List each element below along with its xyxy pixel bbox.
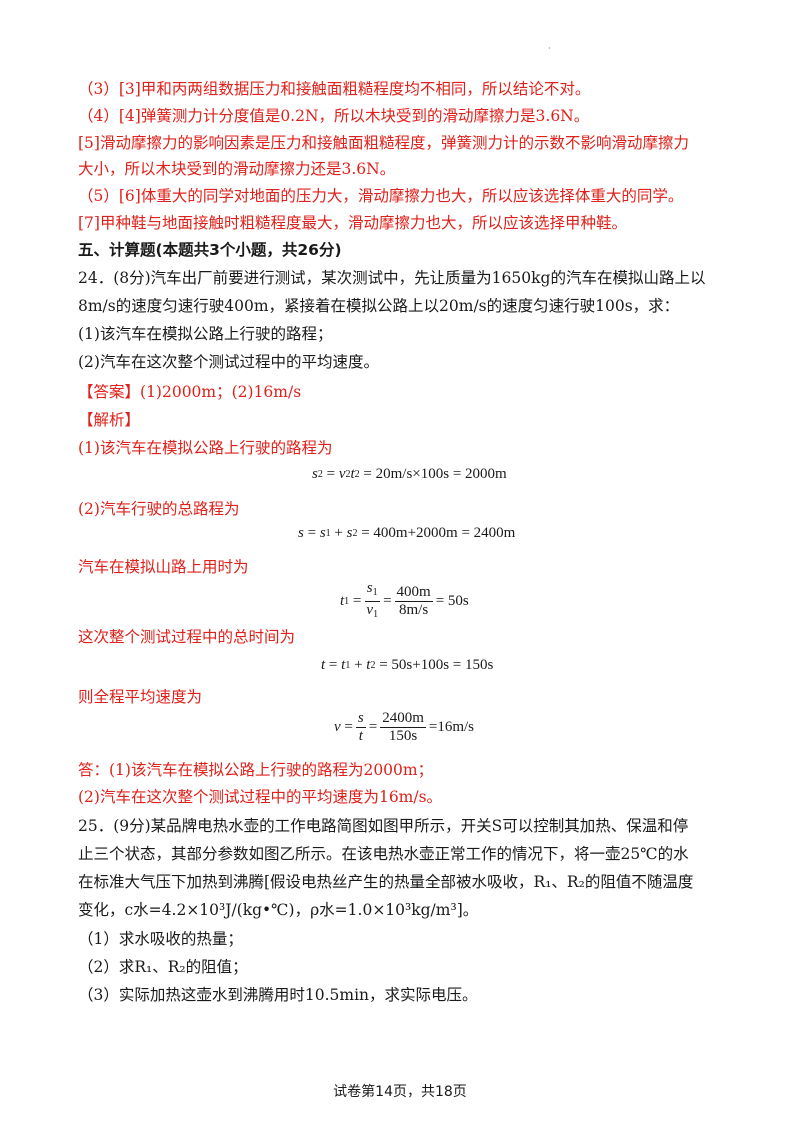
answer-line-4: （4）[4]弹簧测力计分度值是0.2N，所以木块受到的滑动摩擦力是3.6N。 bbox=[78, 107, 590, 125]
solution-step-4: 这次整个测试过程中的总时间为 bbox=[78, 628, 296, 646]
solution-step-5: 则全程平均速度为 bbox=[78, 688, 203, 706]
equation-2-value: = 400m+2000m = 2400m bbox=[361, 525, 516, 541]
answer-line-7: [7]甲种鞋与地面接触时粗糙程度最大，滑动摩擦力也大，所以应该选择甲种鞋。 bbox=[78, 214, 627, 232]
equation-3-value: = 50s bbox=[435, 593, 469, 609]
answer-line-3: （3）[3]甲和丙两组数据压力和接触面粗糙程度均不相同，所以结论不对。 bbox=[78, 80, 591, 98]
section-heading: 五、计算题(本题共3个小题，共26分) bbox=[78, 241, 342, 259]
q25-sub-1: （1）求水吸收的热量； bbox=[78, 930, 243, 948]
answer-row: 【答案】(1)2000m；(2)16m/s bbox=[78, 381, 301, 403]
solution-step-1: (1)该汽车在模拟公路上行驶的路程为 bbox=[78, 439, 333, 457]
answer-tag: 【答案】 bbox=[78, 383, 141, 401]
q24-sub-1: (1)该汽车在模拟公路上行驶的路程； bbox=[78, 325, 333, 343]
page-footer: 试卷第14页，共18页 bbox=[333, 1084, 467, 1100]
solution-step-3: 汽车在模拟山路上用时为 bbox=[78, 558, 249, 576]
q24-text-b: 8m/s的速度匀速行驶400m，紧接着在模拟公路上以20m/s的速度匀速行驶10… bbox=[78, 297, 680, 315]
answer-line-5b: 大小，所以木块受到的滑动摩擦力还是3.6N。 bbox=[78, 160, 396, 178]
q25-sub-3: （3）实际加热这壶水到沸腾用时10.5min，求实际电压。 bbox=[78, 986, 478, 1004]
q25-text-c: 在标准大气压下加热到沸腾[假设电热丝产生的热量全部被水吸收，R₁、R₂的阻值不随… bbox=[78, 873, 694, 891]
q25-sub-2: （2）求R₁、R₂的阻值； bbox=[78, 958, 248, 976]
solution-step-2: (2)汽车行驶的总路程为 bbox=[78, 500, 240, 518]
q24-text-a: 24．(8分)汽车出厂前要进行测试，某次测试中，先让质量为1650kg的汽车在模… bbox=[78, 269, 706, 287]
answer-line-5a: [5]滑动摩擦力的影响因素是压力和接触面粗糙程度，弹簧测力计的示数不影响滑动摩擦… bbox=[78, 134, 689, 152]
q25-text-d: 变化，c水=4.2×10³J/(kg•℃)，ρ水=1.0×10³kg/m³]。 bbox=[78, 901, 479, 919]
header-mark: · bbox=[548, 44, 551, 53]
answer-text: (1)2000m；(2)16m/s bbox=[140, 383, 302, 401]
conclusion-1: 答：(1)该汽车在模拟公路上行驶的路程为2000m； bbox=[78, 761, 434, 779]
conclusion-2: (2)汽车在这次整个测试过程中的平均速度为16m/s。 bbox=[78, 788, 443, 806]
q25-text-b: 止三个状态，其部分参数如图乙所示。在该电热水壶正常工作的情况下，将一壶25℃的水 bbox=[78, 845, 689, 863]
equation-4-value: = 50s+100s = 150s bbox=[379, 657, 494, 673]
equation-1-value: = 20m/s×100s = 2000m bbox=[363, 466, 507, 482]
analysis-tag: 【解析】 bbox=[78, 411, 141, 429]
q25-text-a: 25．(9分)某品牌电热水壶的工作电路简图如图甲所示，开关S可以控制其加热、保温… bbox=[78, 817, 689, 835]
equation-5-value: =16m/s bbox=[428, 719, 475, 735]
answer-line-6: （5）[6]体重大的同学对地面的压力大，滑动摩擦力也大，所以应该选择体重大的同学… bbox=[78, 187, 684, 205]
q24-sub-2: (2)汽车在这次整个测试过程中的平均速度。 bbox=[78, 353, 379, 371]
